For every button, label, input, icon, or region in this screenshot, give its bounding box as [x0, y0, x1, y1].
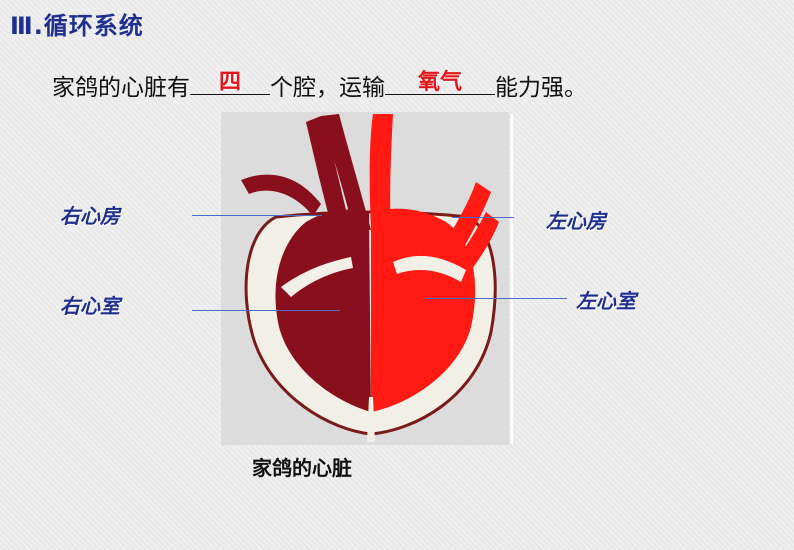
question-text-2: 个腔，运输 — [270, 75, 385, 101]
pointer-right-atrium — [192, 215, 322, 216]
answer-2: 氧气 — [417, 70, 462, 95]
pulmonary-vein-right — [453, 212, 499, 277]
left-heart-chambers — [371, 208, 476, 412]
pointer-left-ventricle — [425, 298, 567, 299]
pointer-right-ventricle — [192, 310, 340, 311]
pointer-left-atrium — [452, 217, 514, 218]
heart-figure — [221, 112, 509, 445]
pigeon-heart-illustration — [241, 114, 499, 442]
answer-1: 四 — [218, 70, 241, 95]
label-left-atrium: 左心房 — [546, 209, 606, 233]
slide-title: Ⅲ.循环系统 — [10, 12, 144, 40]
vena-cava — [321, 114, 371, 230]
question-text-3: 能力强。 — [495, 75, 587, 101]
answer-blank-1: 四 — [190, 68, 270, 95]
figure-caption: 家鸽的心脏 — [252, 456, 352, 480]
septum-split — [367, 397, 375, 442]
right-av-valve — [281, 257, 353, 297]
aorta — [369, 114, 393, 230]
label-right-ventricle: 右心室 — [60, 294, 120, 318]
left-av-valve — [393, 255, 466, 282]
figure-divider — [511, 114, 513, 444]
question-text-1: 家鸽的心脏有 — [52, 75, 190, 101]
vein-left-branch — [241, 174, 321, 216]
pulmonary-artery — [306, 116, 349, 224]
fill-in-question: 家鸽的心脏有 四 个腔，运输 氧气 能力强。 — [52, 68, 587, 102]
label-right-atrium: 右心房 — [60, 204, 120, 228]
answer-blank-2: 氧气 — [385, 68, 495, 95]
label-left-ventricle: 左心室 — [576, 289, 636, 313]
